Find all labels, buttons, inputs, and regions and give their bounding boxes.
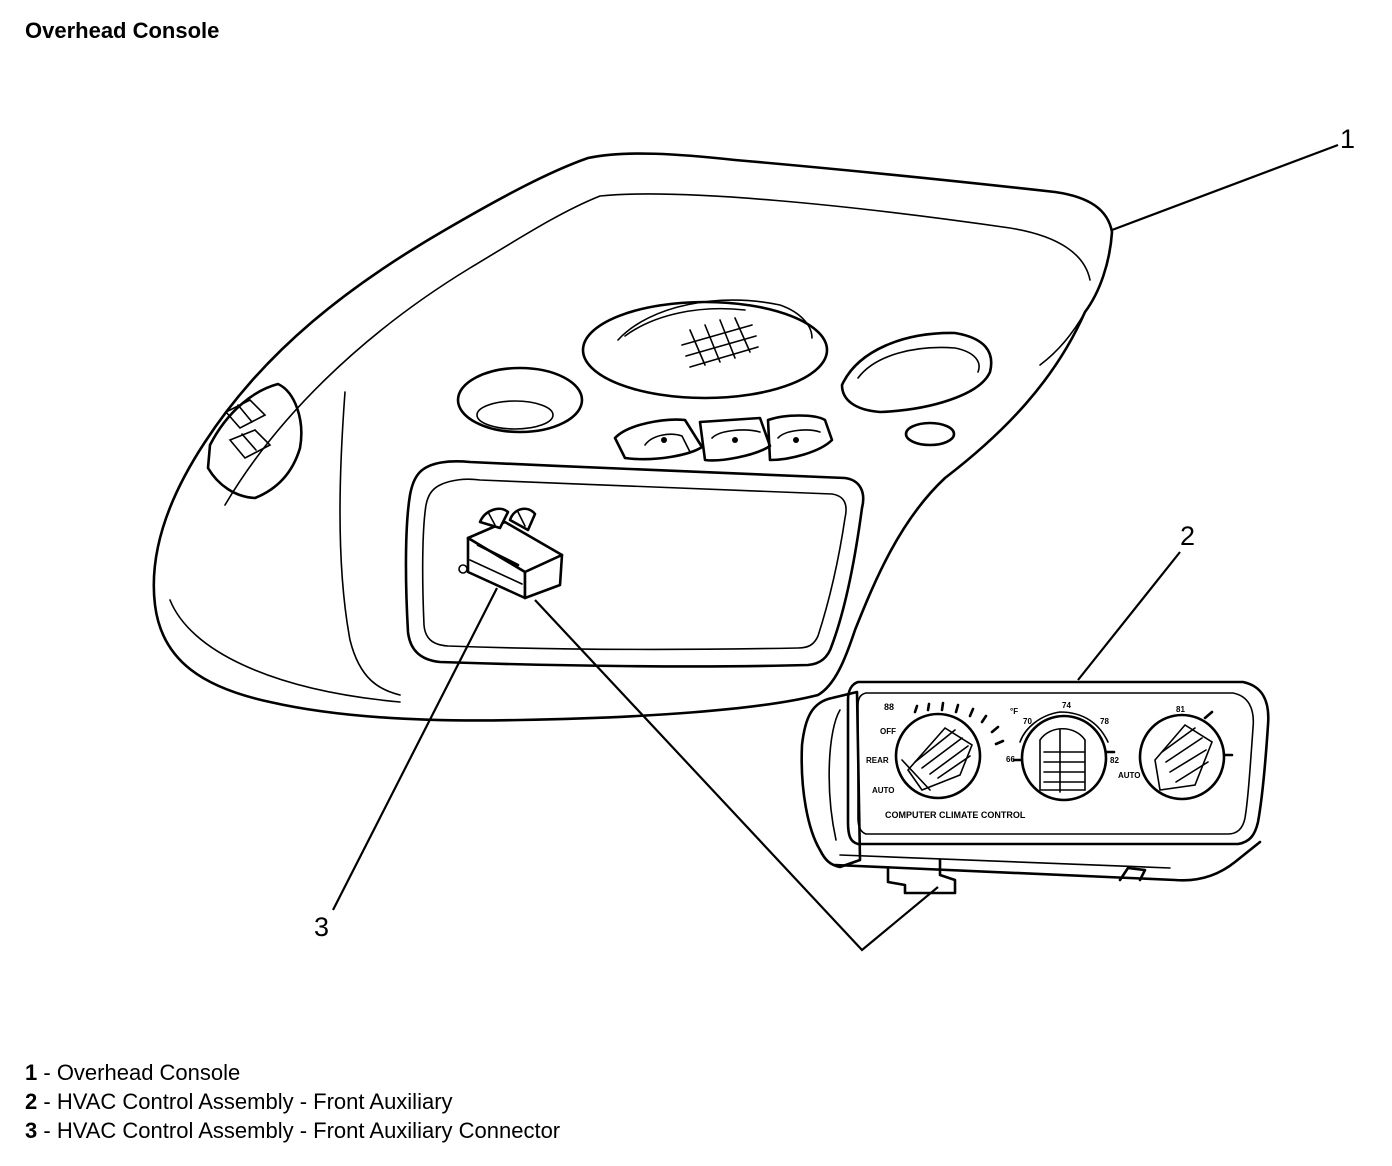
callout-1: 1 [1340, 124, 1355, 154]
hvac-connector [458, 507, 564, 600]
temp-82-label: 82 [1110, 756, 1119, 765]
grid-lens [681, 317, 759, 368]
page-title: Overhead Console [25, 18, 220, 43]
temp-78-label: 78 [1100, 717, 1109, 726]
leader-line-2 [1077, 551, 1181, 681]
callout-2: 2 [1180, 521, 1195, 551]
temp-66-label: 66 [1006, 755, 1015, 764]
leader-line-connector-to-hvac [534, 599, 939, 952]
fan-scale [913, 701, 1005, 746]
legend: 1 - Overhead Console 2 - HVAC Control As… [25, 1058, 560, 1145]
overhead-console [152, 152, 1114, 722]
fan-speed-label: 88 [884, 702, 894, 712]
callout-3: 3 [314, 912, 329, 942]
hvac-control-assembly: 88 OFF REAR AUTO °F 70 74 78 66 82 AUTO … [800, 680, 1270, 895]
panel-name-label: COMPUTER CLIMATE CONTROL [885, 810, 1026, 820]
legend-item: 2 - HVAC Control Assembly - Front Auxili… [25, 1089, 453, 1114]
mode-81-label: 81 [1176, 705, 1185, 714]
leader-line-1 [1111, 143, 1339, 232]
deg-f-label: °F [1010, 707, 1018, 716]
rear-label: REAR [866, 756, 889, 765]
temp-70-label: 70 [1023, 717, 1032, 726]
auto-left-label: AUTO [872, 786, 895, 795]
legend-item: 3 - HVAC Control Assembly - Front Auxili… [25, 1118, 561, 1143]
overhead-console-diagram: 88 OFF REAR AUTO °F 70 74 78 66 82 AUTO … [152, 124, 1355, 952]
temp-74-label: 74 [1062, 701, 1071, 710]
off-label: OFF [880, 727, 896, 736]
auto-right-label: AUTO [1118, 771, 1141, 780]
leader-line-3 [332, 587, 498, 911]
legend-item: 1 - Overhead Console [25, 1060, 241, 1085]
